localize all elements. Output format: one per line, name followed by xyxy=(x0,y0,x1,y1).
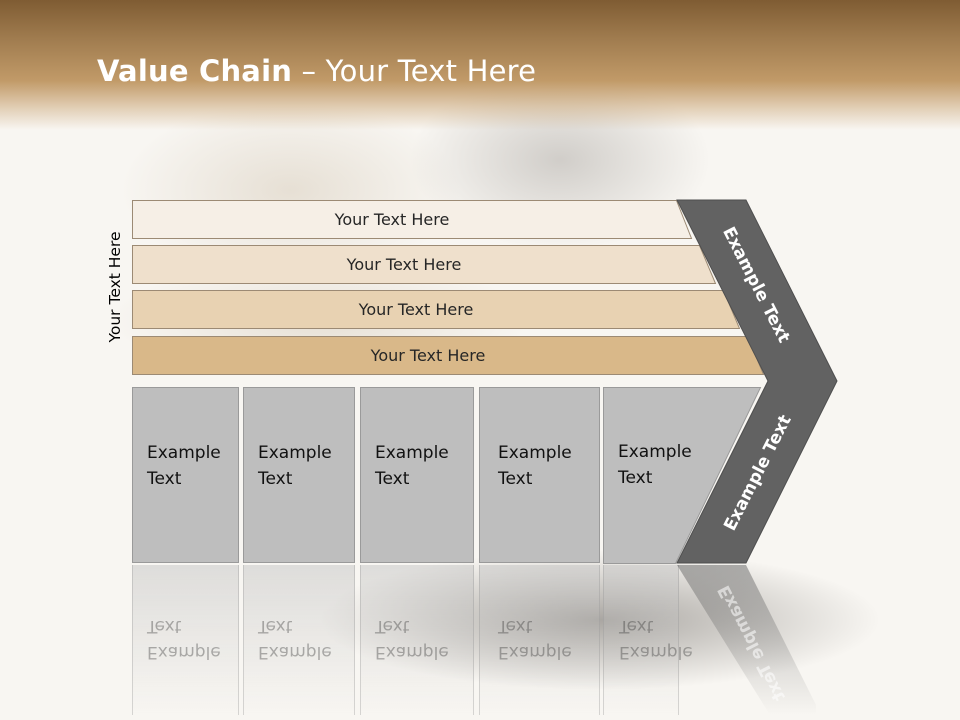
diagram-reflection: Example Text Example Text Example Text Exam… xyxy=(0,565,960,715)
reflection-box-4: Example Text xyxy=(479,565,600,715)
reflection-box-1-text: Example Text xyxy=(147,613,247,665)
reflection-box-2-line2: Text xyxy=(258,616,293,636)
reflection-chevron-label: Example Text xyxy=(714,581,790,705)
reflection-box-5-line2: Text xyxy=(619,616,654,636)
page-title: Value Chain – Your Text Here xyxy=(97,54,536,88)
primary-box-4-line2: Text xyxy=(498,469,533,489)
support-bar-2-label: Your Text Here xyxy=(346,254,462,274)
primary-box-3-line2: Text xyxy=(375,469,410,489)
support-bar-3-label: Your Text Here xyxy=(358,299,474,319)
primary-box-4-line1: Example xyxy=(498,443,572,463)
support-bar-1: Your Text Here xyxy=(132,200,693,239)
primary-box-1-line1: Example xyxy=(147,443,221,463)
header-band xyxy=(0,0,960,130)
reflection-box-2-text: Example Text xyxy=(258,613,358,665)
support-bar-4: Your Text Here xyxy=(132,336,765,375)
reflection-box-1-line2: Text xyxy=(147,616,182,636)
title-bold: Value Chain xyxy=(97,54,293,88)
reflection-box-2-line1: Example xyxy=(258,642,332,662)
reflection-box-2: Example Text xyxy=(243,565,355,715)
reflection-box-4-line1: Example xyxy=(498,642,572,662)
reflection-box-3-text: Example Text xyxy=(375,613,475,665)
reflection-box-5-text: Example Text xyxy=(619,613,719,665)
reflection-box-1-line1: Example xyxy=(147,642,221,662)
support-bar-3: Your Text Here xyxy=(132,290,741,329)
primary-box-5-line2: Text xyxy=(618,468,653,488)
support-bar-2: Your Text Here xyxy=(132,245,717,284)
reflection-box-5: Example Text xyxy=(603,565,693,715)
primary-box-5-shape xyxy=(603,387,762,564)
support-bar-4-shape xyxy=(132,336,765,375)
primary-box-2-line2: Text xyxy=(258,469,293,489)
reflection-box-4-text: Example Text xyxy=(498,613,598,665)
support-bar-1-label: Your Text Here xyxy=(334,209,450,229)
reflection-box-4-line2: Text xyxy=(498,616,533,636)
support-bar-1-shape xyxy=(132,200,693,239)
primary-box-5-line1: Example xyxy=(618,442,692,462)
reflection-chevron xyxy=(677,565,816,715)
support-bar-3-shape xyxy=(132,290,741,329)
reflection-box-1: Example Text xyxy=(132,565,239,715)
support-bar-2-shape xyxy=(132,245,717,284)
reflection-box-3-line2: Text xyxy=(375,616,410,636)
reflection-box-3-line1: Example xyxy=(375,642,449,662)
support-bar-4-label: Your Text Here xyxy=(370,345,486,365)
primary-box-2-line1: Example xyxy=(258,443,332,463)
side-label: Your Text Here xyxy=(106,231,124,343)
margin-chevron xyxy=(676,199,838,564)
title-rest: – Your Text Here xyxy=(292,54,537,88)
primary-box-1-line2: Text xyxy=(147,469,182,489)
reflection-box-5-line1: Example xyxy=(619,642,693,662)
reflection-box-3: Example Text xyxy=(360,565,474,715)
primary-box-3-line1: Example xyxy=(375,443,449,463)
